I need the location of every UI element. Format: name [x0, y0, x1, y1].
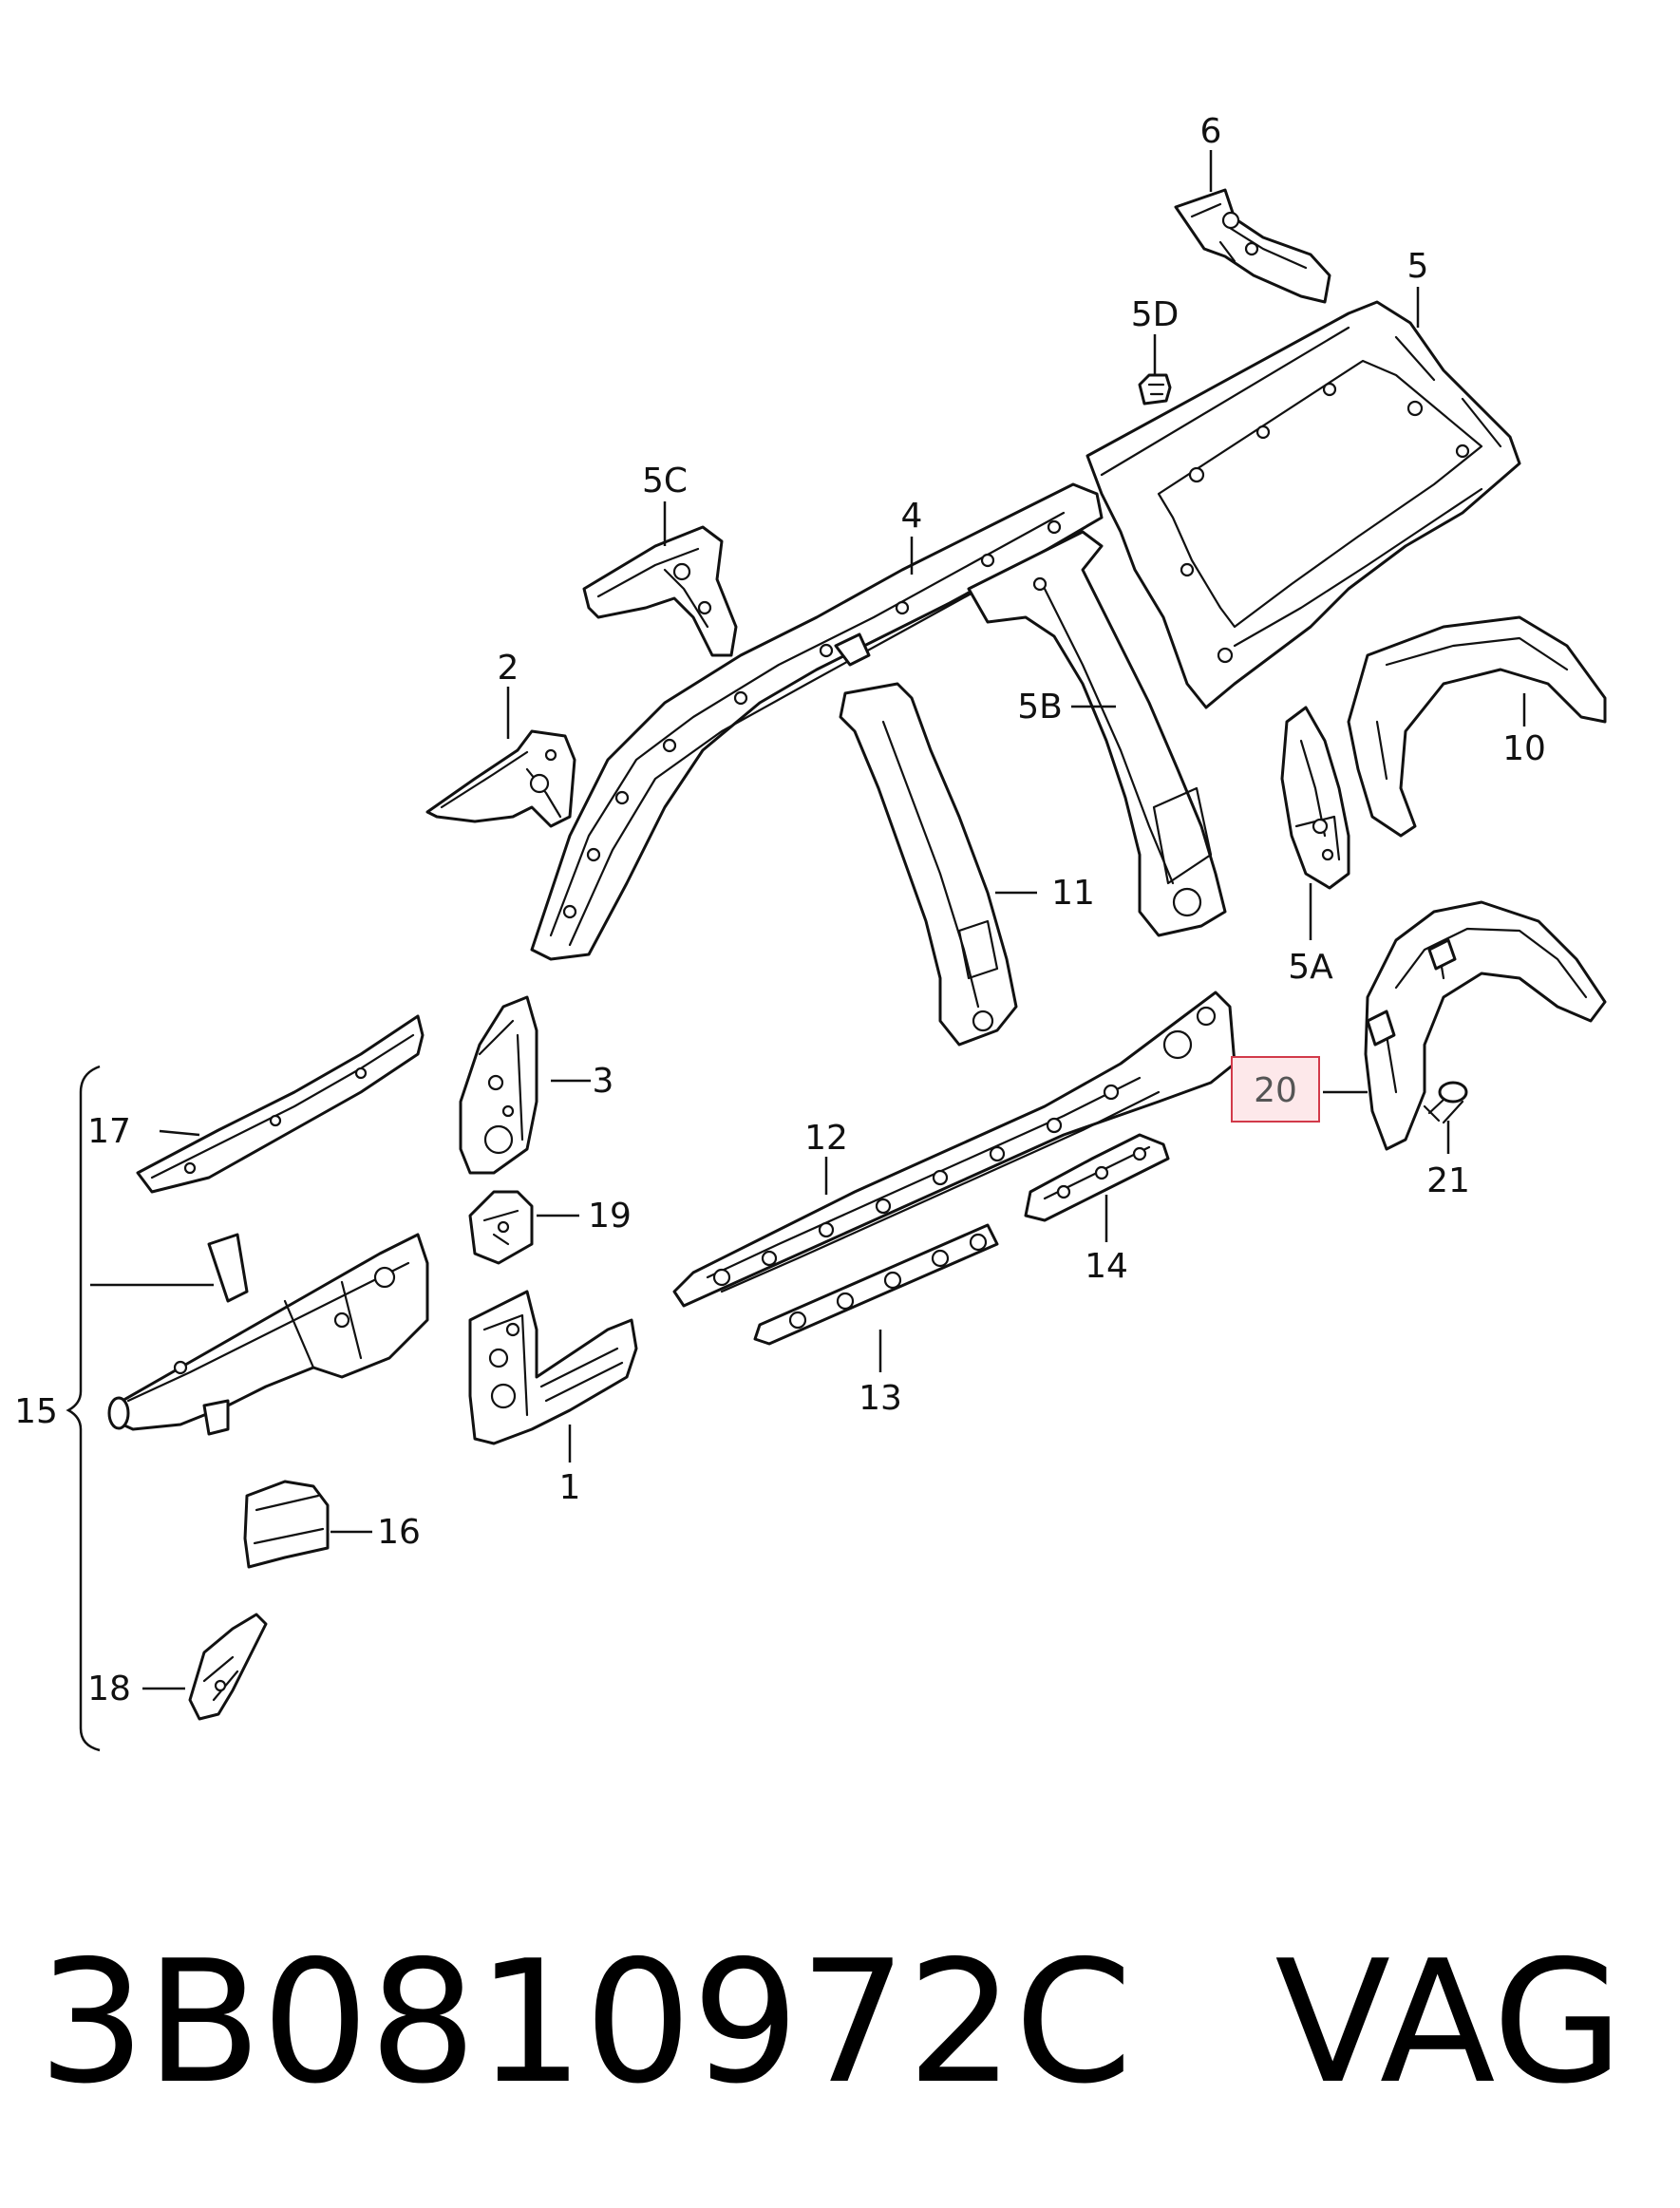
callout-labels: 6 5 5D 5C 4 5B 10 2 5A 11 3 17 12 14 20 … [14, 112, 1546, 1708]
callout-5a: 5A [1288, 948, 1333, 987]
callout-20-highlight [1231, 1056, 1320, 1123]
group-bracket-15 [66, 1065, 101, 1752]
callout-3: 3 [593, 1062, 614, 1101]
part-16 [243, 1480, 330, 1569]
callout-12: 12 [804, 1119, 848, 1158]
callout-4: 4 [901, 497, 923, 536]
part-4 [530, 482, 1104, 961]
part-1 [468, 1290, 638, 1445]
part-14 [1024, 1133, 1170, 1222]
part-5c [582, 525, 738, 657]
part-5b [967, 530, 1227, 937]
part-5d [1138, 373, 1172, 406]
part-13 [753, 1223, 999, 1346]
callout-2: 2 [498, 649, 519, 688]
callout-5c: 5C [642, 462, 688, 500]
callout-15: 15 [14, 1392, 58, 1431]
part-number-caption: 3B0810972C VAG [38, 1918, 1652, 2127]
part-5 [1085, 300, 1521, 709]
callout-14: 14 [1085, 1247, 1128, 1286]
callout-13: 13 [859, 1379, 902, 1418]
part-17 [136, 1014, 425, 1194]
callout-19: 19 [588, 1197, 632, 1236]
part-11 [839, 682, 1018, 1047]
leader-lines [90, 150, 1526, 1690]
callout-11: 11 [1051, 874, 1095, 913]
callout-5d: 5D [1131, 295, 1180, 334]
part-20 [1364, 900, 1607, 1151]
callout-20: 20 [1254, 1071, 1297, 1110]
callout-1: 1 [559, 1468, 581, 1507]
part-18 [188, 1613, 268, 1721]
part-19 [468, 1190, 534, 1265]
part-2 [425, 729, 576, 828]
part-6 [1174, 188, 1331, 304]
callout-5: 5 [1407, 247, 1429, 286]
part-10 [1347, 615, 1607, 838]
part-21 [1423, 1081, 1468, 1124]
brand-name: VAG [1274, 1924, 1624, 2121]
part-5a [1280, 706, 1350, 890]
callout-17: 17 [87, 1112, 131, 1151]
callout-5b: 5B [1017, 688, 1063, 727]
part-3 [459, 995, 538, 1175]
callout-21: 21 [1426, 1161, 1470, 1200]
callout-18: 18 [87, 1670, 131, 1708]
callout-16: 16 [377, 1513, 421, 1552]
callout-10: 10 [1502, 729, 1546, 768]
callout-6: 6 [1200, 112, 1222, 151]
part-15 [107, 1233, 429, 1436]
part-number: 3B0810972C [38, 1924, 1133, 2121]
